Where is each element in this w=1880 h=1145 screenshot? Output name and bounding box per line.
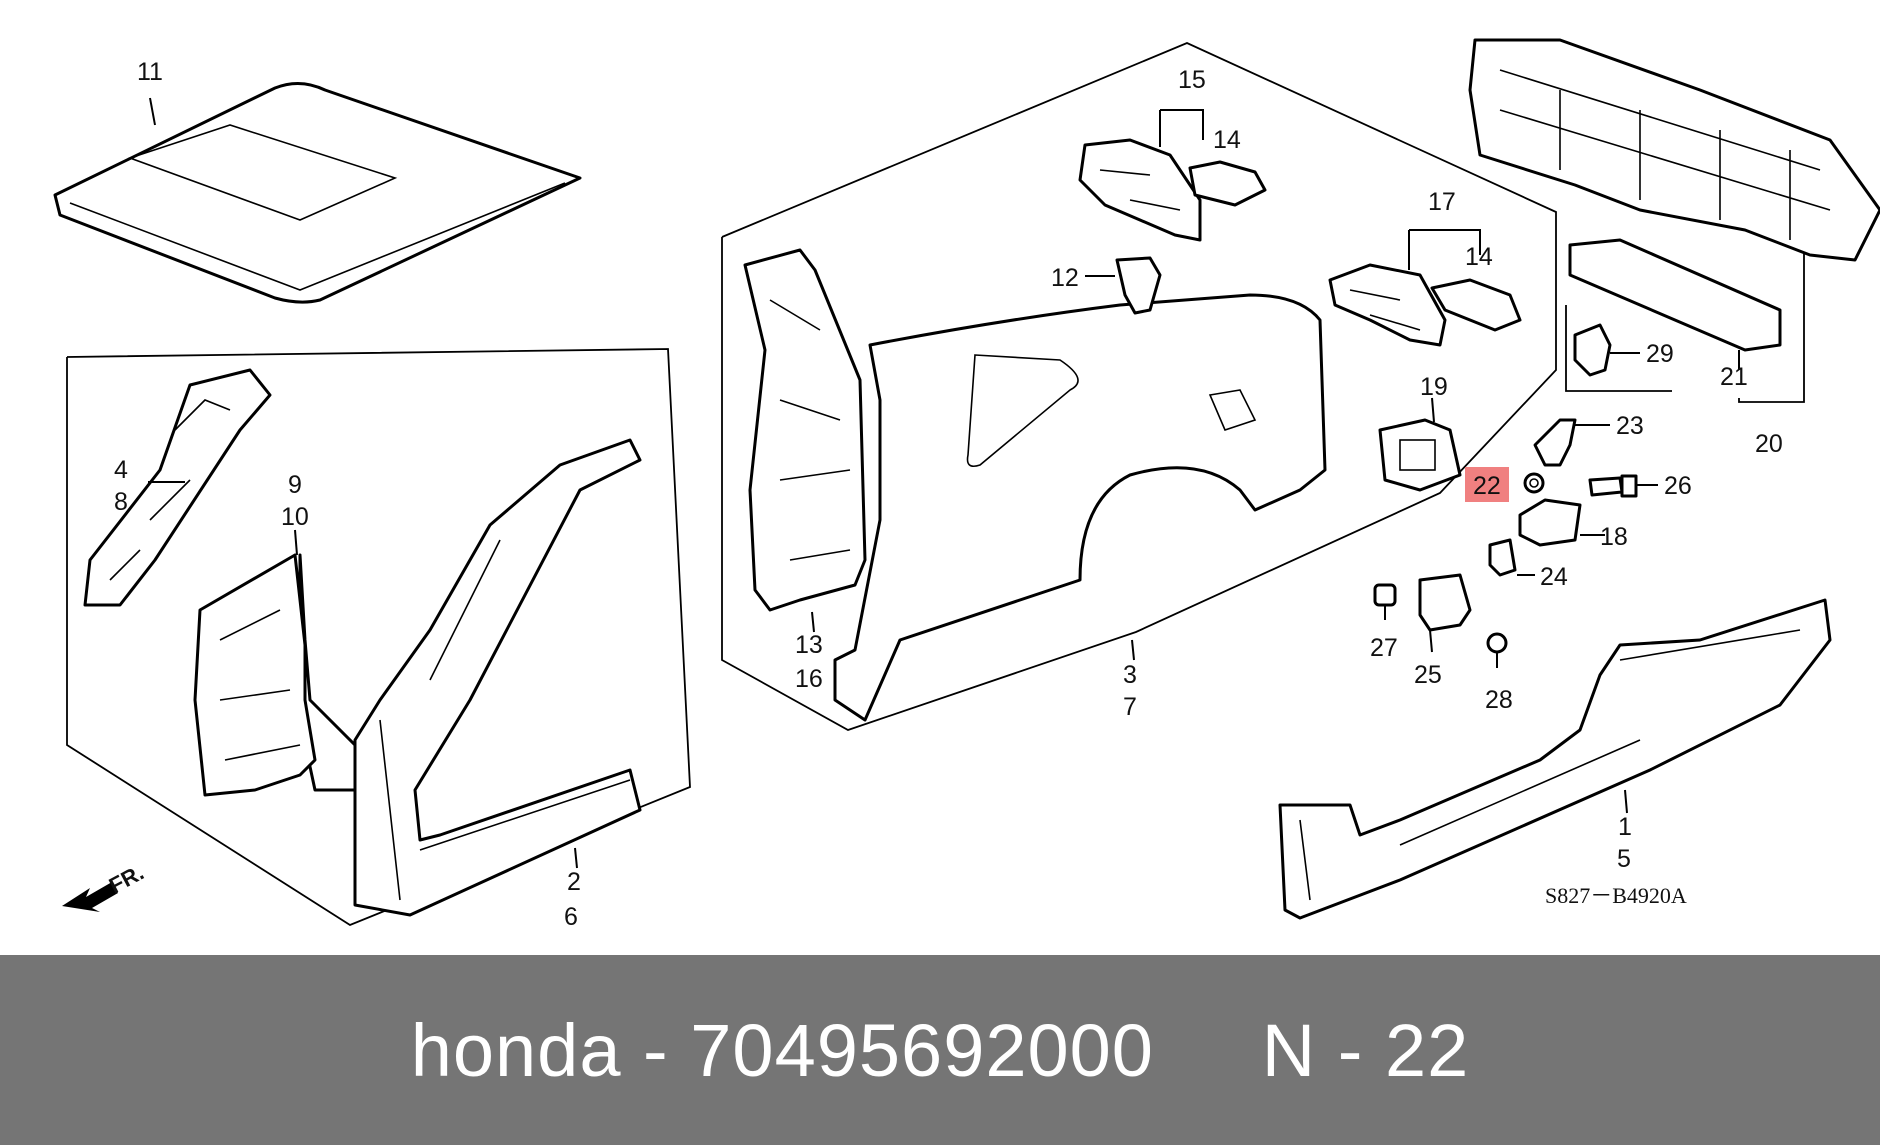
bracket-part-15 xyxy=(1078,109,1204,242)
bracket-part-14b xyxy=(1430,278,1522,332)
parts-diagram: FR. 11 4 8 9 10 2 6 15 14 12 17 14 19 13… xyxy=(53,38,1880,931)
bracket-part-17 xyxy=(1328,229,1481,347)
callout-22: 22 xyxy=(1473,472,1501,500)
bolt-part-26 xyxy=(1588,474,1658,498)
callout-14b: 14 xyxy=(1465,243,1493,271)
rear-panel-20 xyxy=(1468,38,1880,262)
fastener-part-27 xyxy=(1373,583,1397,620)
diagram-code: S827－B4920A xyxy=(1545,883,1687,908)
callout-15: 15 xyxy=(1178,66,1206,94)
roof-panel xyxy=(53,82,582,304)
callout-21: 21 xyxy=(1720,363,1748,391)
callout-19: 19 xyxy=(1420,373,1448,401)
side-sill-1-5 xyxy=(1278,598,1832,920)
bracket-part-12 xyxy=(1085,256,1162,315)
front-pillar-sill xyxy=(353,438,642,917)
callout-17: 17 xyxy=(1428,188,1456,216)
callout-18: 18 xyxy=(1600,523,1628,551)
callout-2: 2 xyxy=(567,868,581,896)
screw-part-28 xyxy=(1486,632,1508,668)
callout-28: 28 xyxy=(1485,686,1513,714)
fuel-lid-18 xyxy=(1518,498,1605,547)
callout-29: 29 xyxy=(1646,340,1674,368)
callout-14a: 14 xyxy=(1213,126,1241,154)
callout-3: 3 xyxy=(1123,661,1137,689)
callout-25: 25 xyxy=(1414,661,1442,689)
callout-9: 9 xyxy=(288,471,302,499)
callout-7: 7 xyxy=(1123,693,1137,721)
callout-12: 12 xyxy=(1051,264,1079,292)
callout-11: 11 xyxy=(137,58,163,86)
callout-6: 6 xyxy=(564,903,578,931)
callout-26: 26 xyxy=(1664,472,1692,500)
clip-part-23 xyxy=(1533,418,1610,467)
callout-20: 20 xyxy=(1755,430,1783,458)
callout-27: 27 xyxy=(1370,634,1398,662)
callout-8: 8 xyxy=(114,488,128,516)
fuel-housing-19 xyxy=(1378,397,1462,492)
callout-23: 23 xyxy=(1616,412,1644,440)
callout-4: 4 xyxy=(114,456,128,484)
callout-13: 13 xyxy=(795,631,823,659)
highlight-box-22 xyxy=(1465,467,1509,502)
group-box-center xyxy=(721,42,1557,731)
callout-5: 5 xyxy=(1617,845,1631,873)
nut-part-22 xyxy=(1523,472,1545,494)
rear-bar-21 xyxy=(1568,238,1782,370)
callout-1: 1 xyxy=(1618,813,1632,841)
callout-16: 16 xyxy=(795,665,823,693)
footer-bar: honda - 70495692000 N - 22 xyxy=(0,955,1880,1145)
pillar-part-9-10 xyxy=(193,529,377,797)
bracket-part-14a xyxy=(1188,160,1267,207)
bracket-part-29 xyxy=(1573,323,1640,377)
inner-quarter-pillar xyxy=(743,248,867,633)
callout-10: 10 xyxy=(281,503,309,531)
front-direction-arrow: FR. xyxy=(62,860,148,912)
group-box-rear xyxy=(1565,245,1805,403)
pillar-part-4-8 xyxy=(83,368,272,607)
actuator-part-25 xyxy=(1418,573,1472,653)
clip-part-24 xyxy=(1488,538,1535,577)
quarter-panel xyxy=(833,293,1327,722)
callout-labels: 11 4 8 9 10 2 6 15 14 12 17 14 19 13 16 … xyxy=(114,58,1783,931)
footer-caption: honda - 70495692000 N - 22 xyxy=(410,1008,1470,1092)
callout-24: 24 xyxy=(1540,563,1568,591)
